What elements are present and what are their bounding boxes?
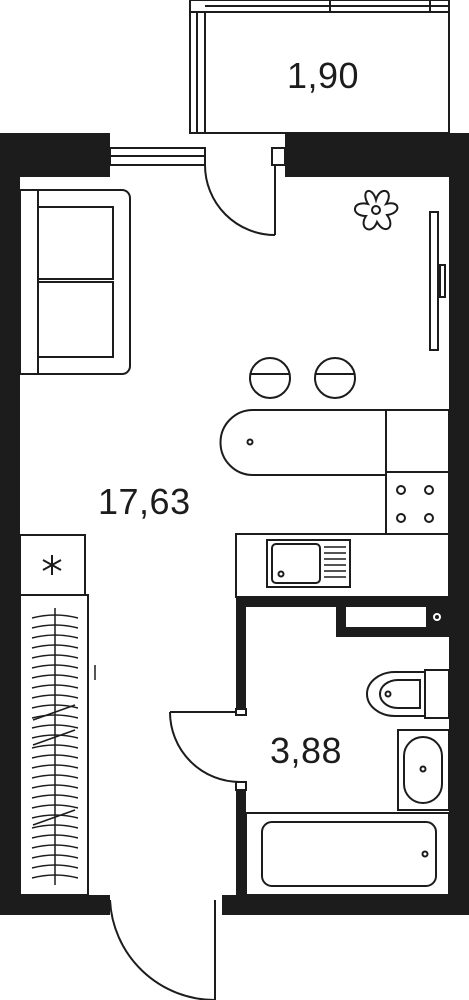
living-room-area-label: 17,63: [98, 481, 191, 522]
walls: [0, 133, 469, 915]
sofa-icon: [19, 189, 131, 375]
stove-icon: [385, 409, 450, 535]
counter-icon: [219, 409, 387, 476]
wardrobe-icon: [19, 594, 96, 896]
sink-icon: [235, 533, 450, 598]
bar-stool-icon: [249, 357, 356, 399]
bathroom-area-label: 3,88: [270, 730, 343, 771]
plant-icon: [354, 189, 399, 231]
door-swing-icon: [169, 708, 247, 791]
door-swing-icon: [109, 899, 216, 1000]
window-icon: [109, 147, 206, 166]
washbasin-icon: [397, 729, 450, 811]
toilet-icon: [366, 669, 450, 719]
balcony-area-label: 1,90: [287, 55, 360, 96]
tv-icon: [429, 211, 446, 351]
door-swing-icon: [204, 147, 286, 236]
fridge-icon: [19, 534, 86, 596]
bathtub-icon: [245, 812, 450, 896]
balcony: [189, 0, 450, 134]
